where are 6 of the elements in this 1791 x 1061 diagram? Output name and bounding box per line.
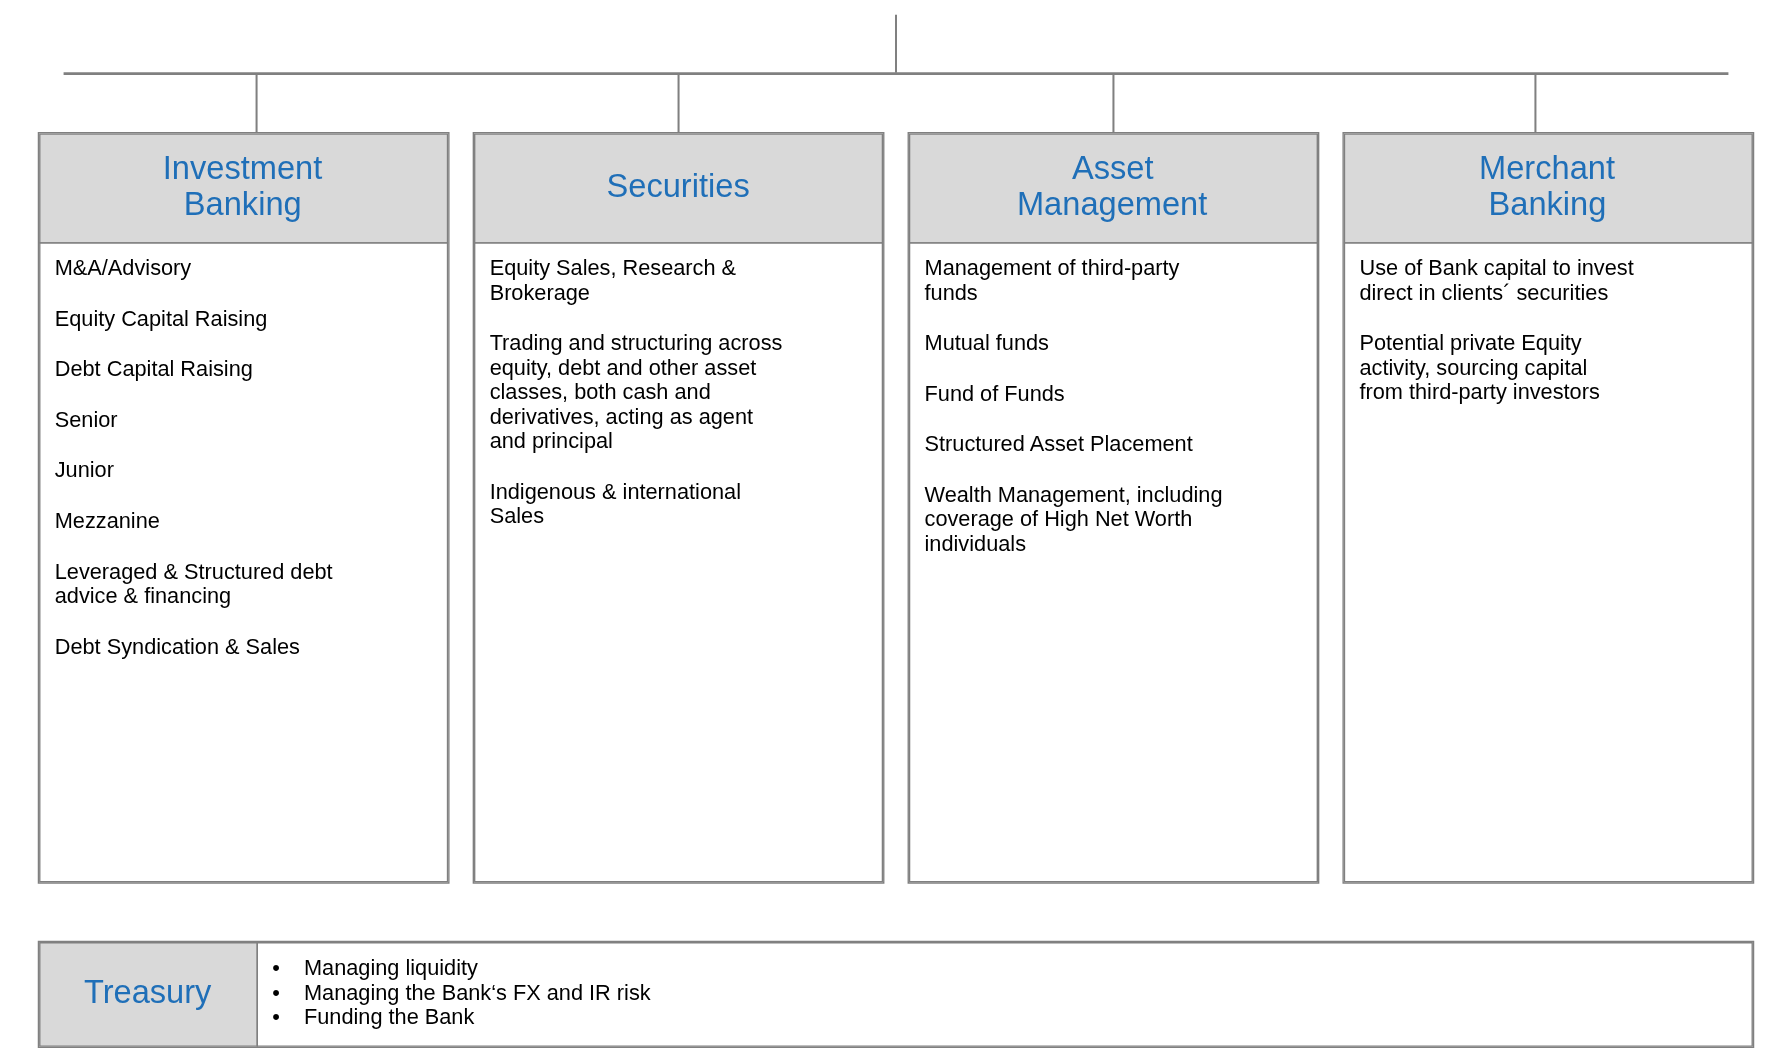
connector bbox=[255, 74, 258, 133]
connector bbox=[894, 14, 897, 73]
connector bbox=[1533, 74, 1536, 133]
node-bar bbox=[63, 72, 1728, 76]
connector bbox=[1111, 74, 1114, 133]
connector bbox=[677, 74, 680, 133]
